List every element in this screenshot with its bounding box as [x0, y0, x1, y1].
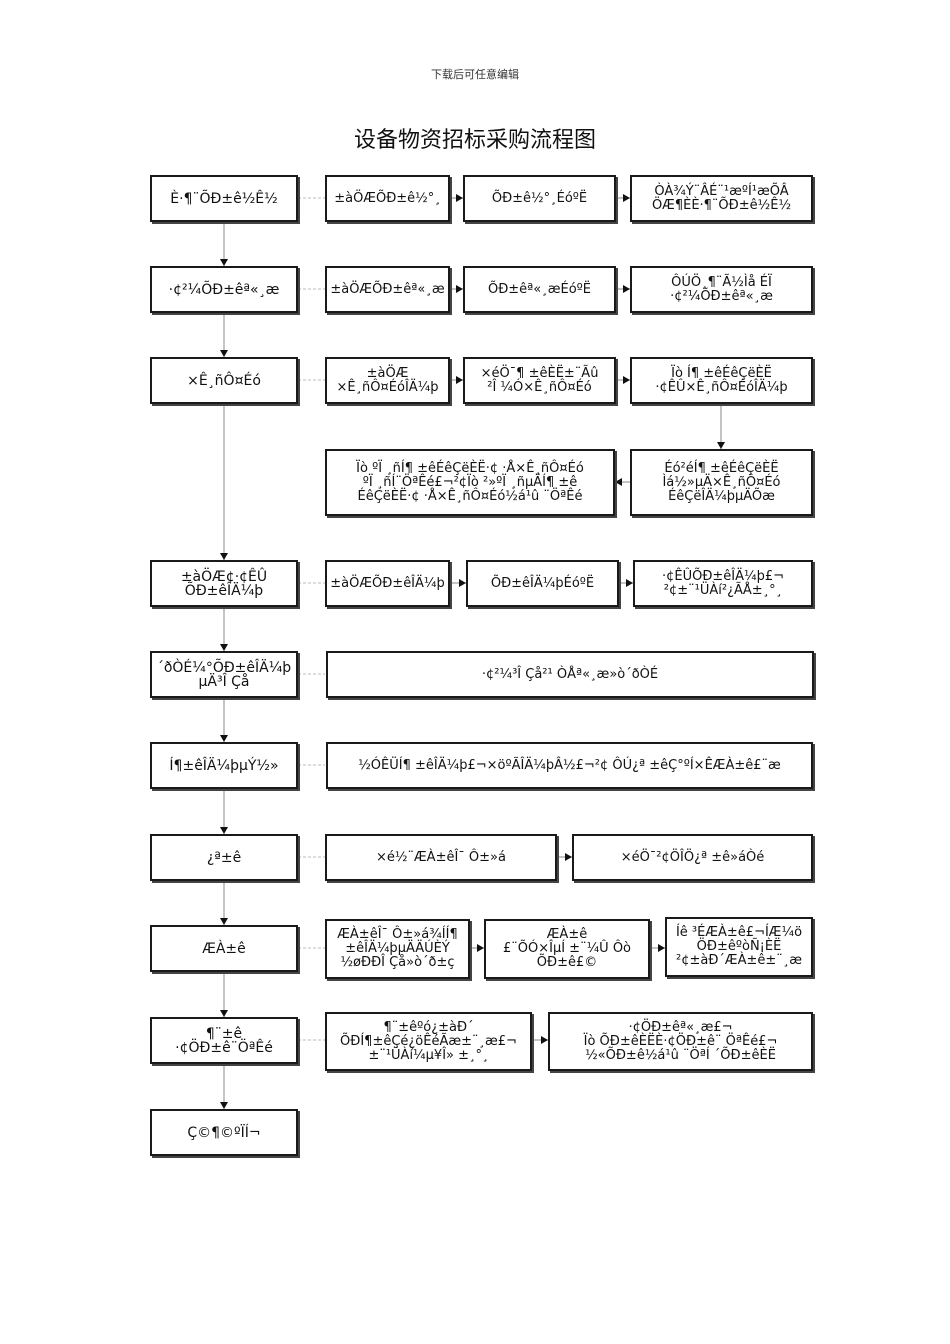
arrow-head [220, 259, 228, 266]
detail-box: ÔÚÖ¸¶¨Ã½Ìå ÉÏ ·¢²¼ÕÐ±êª«¸æ [630, 266, 813, 313]
arrow-head [220, 644, 228, 651]
step-box: ¿ª±ê [150, 834, 298, 881]
arrow-head [456, 194, 463, 202]
step-box: ÆÀ±ê [150, 925, 298, 972]
detail-box: ·¢ÖÐ±êª«¸æ£¬ Ïò ÕÐ±êÈËÈ·¢ÖÐ±ê¨ ÖªÊé£¬ ½«… [548, 1012, 813, 1071]
step-box: È·¶¨ÕÐ±ê½Ê½ [150, 175, 298, 222]
arrow-head [220, 827, 228, 834]
arrow-head [220, 553, 228, 560]
detail-box: ÆÀ±êÎ¯ Ô±»á¾ÍÍ¶ ±êÎÄ¼þµÄÄÚÈÝ ½øÐÐÎ Çå»ò´… [325, 919, 470, 979]
detail-box: ·¢²¼³Î Çå²¹ ÒÅª«¸æ»ò´ðÒÉ [326, 651, 814, 698]
arrow-head [220, 1010, 228, 1017]
arrow-head [456, 376, 463, 384]
step-box: Í¶±êÎÄ¼þµÝ½» [150, 742, 298, 789]
arrow-head [541, 1036, 548, 1044]
arrow-head [456, 285, 463, 293]
arrow-head [220, 1102, 228, 1109]
arrow-head [717, 442, 725, 449]
step-box: ±àÖÆ¢·¢ÊÛ ÕÐ±êÎÄ¼þ [150, 560, 298, 607]
detail-box: ·¢ÊÛÕÐ±êÎÄ¼þ£¬ ²¢±¨¹ÜÀí²¿ÃÅ±¸°¸ [633, 560, 813, 607]
arrow-head [220, 918, 228, 925]
step-box: ´ðÒÉ¼°ÕÐ±êÎÄ¼þ µÄ³Î Çå [150, 651, 298, 698]
detail-box: ±àÖÆÕÐ±êª«¸æ [325, 266, 450, 313]
detail-box: ×éÖ¯¶ ±êÈË±¨Ãû ²Î ¼Ó×Ê¸ñÔ¤Éó [463, 357, 616, 404]
detail-box: ×é½¨ÆÀ±êÎ¯ Ô±»á [325, 834, 557, 881]
detail-box: ÕÐ±êª«¸æÉóºË [463, 266, 616, 313]
step-box: ·¢²¼ÕÐ±êª«¸æ [150, 266, 298, 313]
page-title: 设备物资招标采购流程图 [353, 128, 596, 153]
detail-box: ÕÐ±êÎÄ¼þÉóºË [466, 560, 619, 607]
arrow-head [623, 376, 630, 384]
arrow-head [626, 579, 633, 587]
detail-box: ±àÖÆ ×Ê¸ñÔ¤ÉóÎÄ¼þ [325, 357, 450, 404]
step-box: Ç©¶©ºÏÍ¬ [150, 1109, 298, 1156]
detail-box: ±àÖÆÕÐ±êÎÄ¼þ [325, 560, 450, 607]
arrow-head [615, 478, 622, 486]
arrow-head [623, 194, 630, 202]
detail-box: Éó²éÍ¶ ±êÉêÇëÈË Ìá½»µÄ×Ê¸ñÔ¤Éó ÉêÇëÎÄ¼þµ… [630, 449, 813, 516]
step-box: ¶¨±ê ·¢ÖÐ±ê¨ÖªÊé [150, 1017, 298, 1064]
arrow-head [477, 944, 484, 952]
arrow-head [623, 285, 630, 293]
detail-box: ±àÖÆÕÐ±ê½°¸ [325, 175, 450, 222]
detail-box: Íê ³ÉÆÀ±ê£¬ÍÆ¼ö ÖÐ±êºòÑ¡ÈË ²¢±àÐ´ÆÀ±ê±¨¸… [665, 917, 813, 977]
step-box: ×Ê¸ñÔ¤Éó [150, 357, 298, 404]
detail-box: Ïò ºÏ ¸ñÍ¶ ±êÉêÇëÈË·¢ ·Å×Ê¸ñÔ¤Éó ºÏ ¸ñÍ¨… [325, 449, 615, 516]
detail-box: Ïò Í¶ ±êÉêÇëÈË ·¢ÊÛ×Ê¸ñÔ¤ÉóÎÄ¼þ [630, 357, 813, 404]
arrow-head [220, 350, 228, 357]
detail-box: ÒÀ¾Ý¨ÂÉ¨¹æºÍ¹æÕÂ ÖÆ¶ÈÈ·¶¨ÕÐ±ê½Ê½ [630, 175, 813, 222]
arrow-head [658, 944, 665, 952]
detail-box: ÆÀ±ê £¨ÕÓ×ÎµÍ ±¨¼Û Ôò ÕÐ±ê£© [484, 919, 650, 979]
detail-box: ½ÓÊÜÍ¶ ±êÎÄ¼þ£¬×öºÃÎÄ¼þÂ½£¬²¢ ÔÚ¿ª ±êÇ°º… [326, 742, 813, 789]
header-note: 下载后可任意编辑 [431, 68, 519, 81]
arrow-head [565, 853, 572, 861]
detail-box: ÕÐ±ê½°¸ÉóºË [463, 175, 616, 222]
detail-box: ¶¨±êºó¿±àÐ´ ÕÐÍ¶±êÇé¿öÊéÃæ±¨¸æ£¬ ±¨¹ÜÀí¼… [325, 1012, 532, 1071]
detail-box: ×éÖ¯²¢ÖÎÖ¿ª ±ê»áÒé [572, 834, 813, 881]
arrow-head [459, 579, 466, 587]
arrow-head [220, 735, 228, 742]
